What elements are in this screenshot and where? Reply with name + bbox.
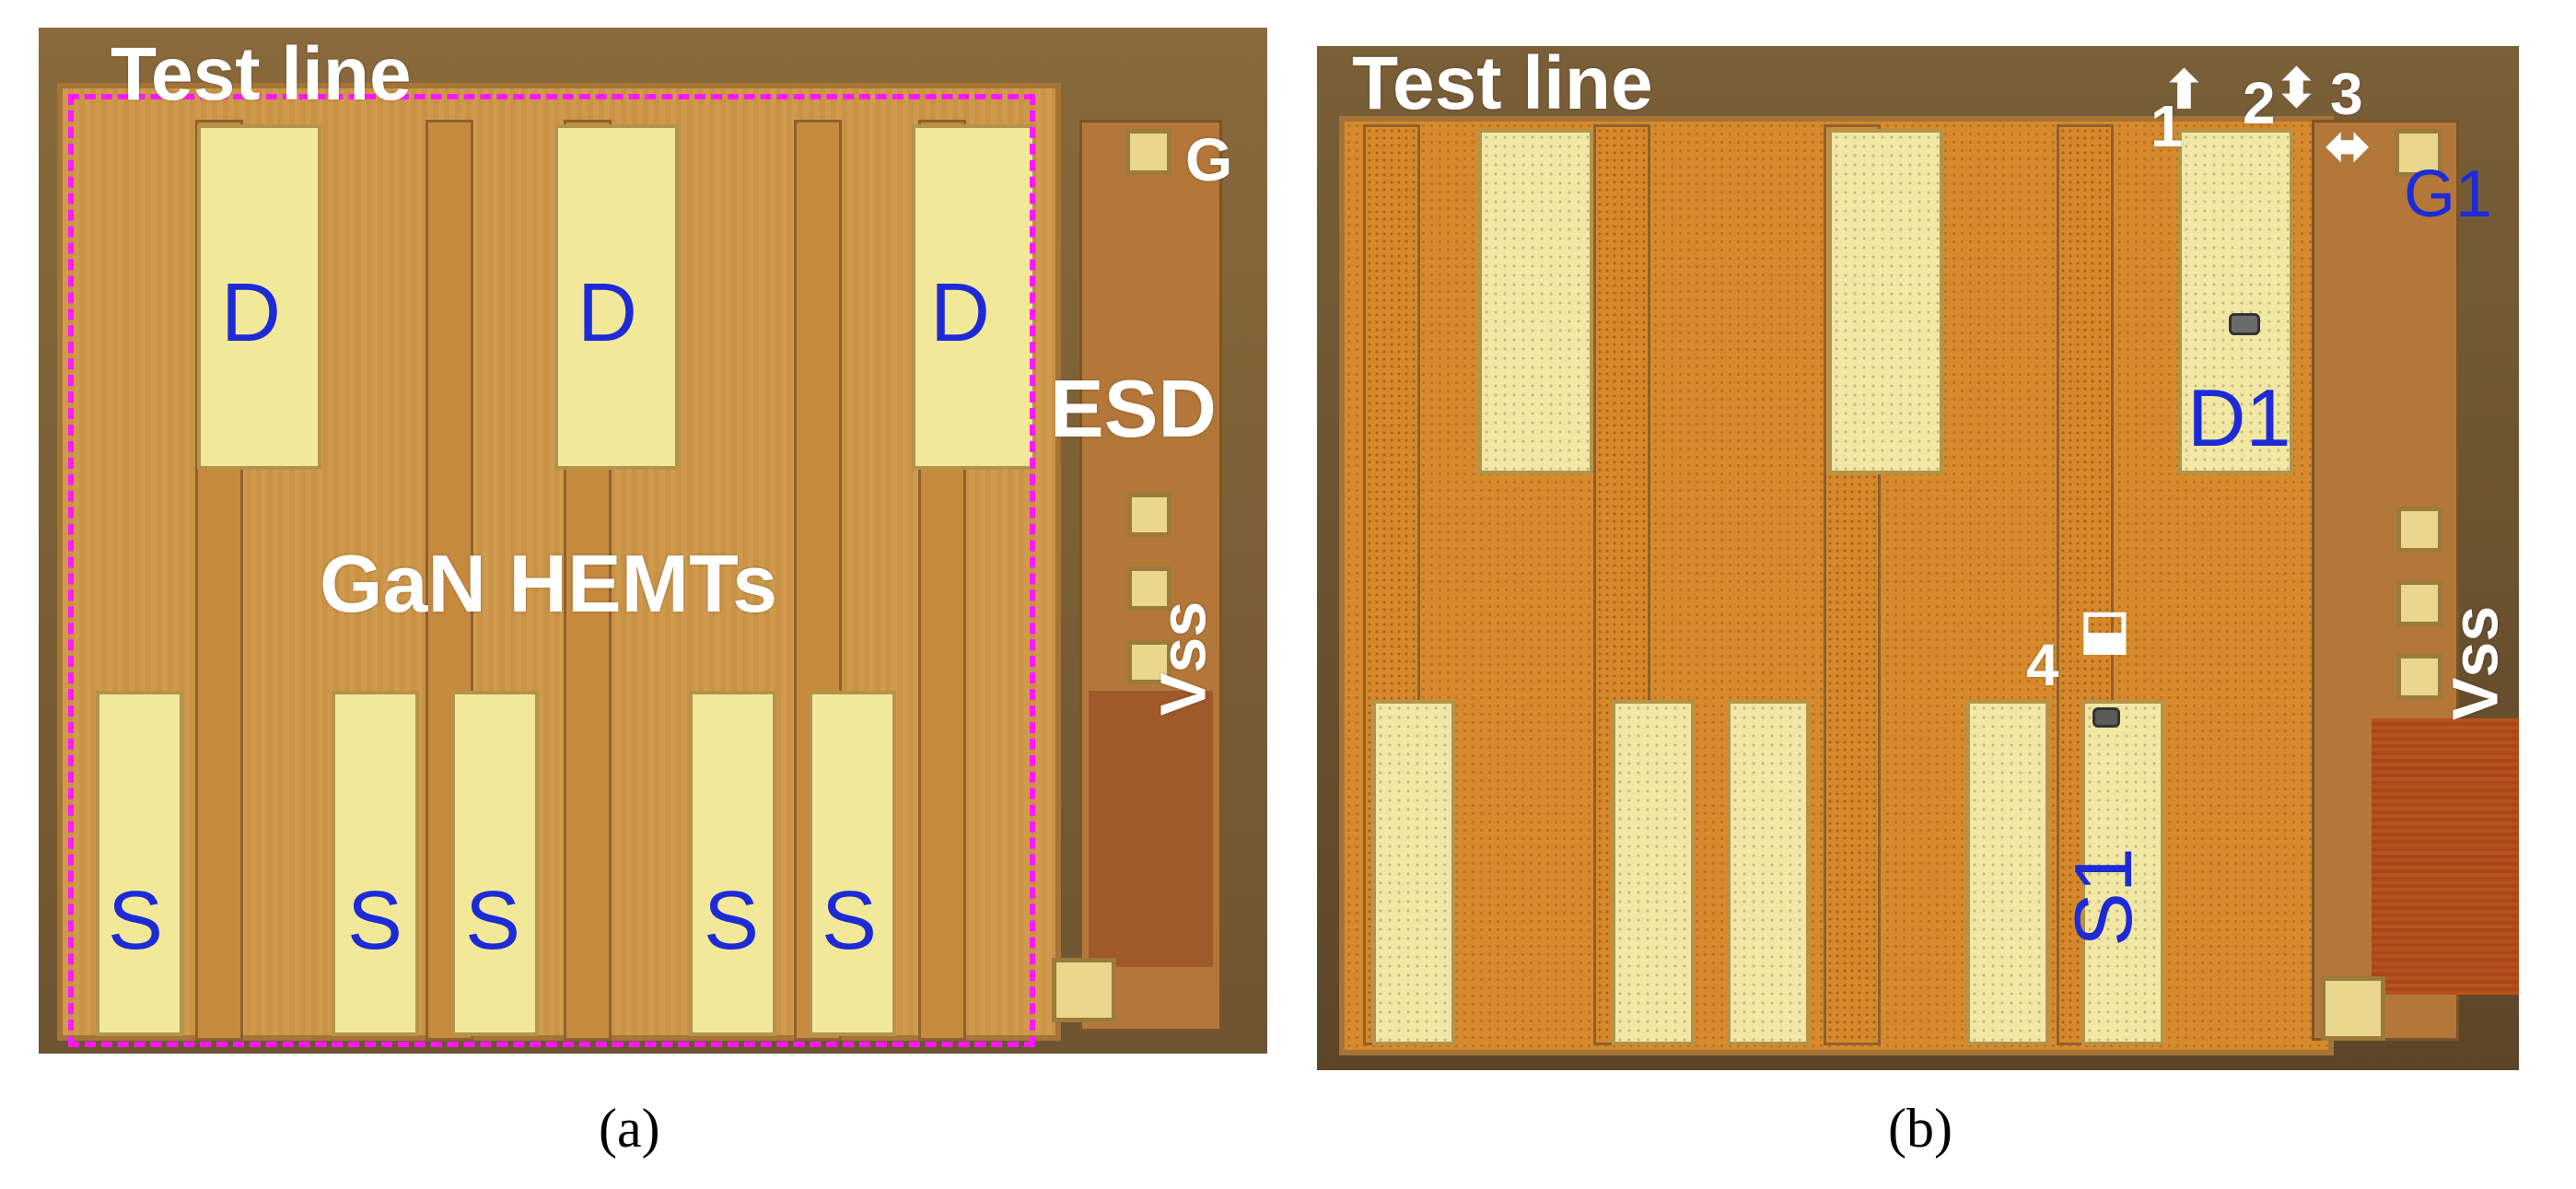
source-pad	[809, 691, 896, 1036]
vss-pad	[2396, 580, 2442, 626]
g1-label: G1	[2404, 157, 2493, 231]
marker-1: 1	[2151, 93, 2184, 159]
marker-3: 3	[2330, 61, 2363, 127]
source-pad	[1966, 700, 2049, 1045]
vss-pad	[1127, 640, 1171, 684]
source-label: S	[704, 875, 760, 967]
drain-label: D	[221, 267, 281, 359]
gan-hemts-label: GaN HEMTs	[320, 538, 778, 629]
source-pad	[1727, 700, 1810, 1045]
drain-pad	[912, 124, 1036, 470]
finger	[1593, 124, 1650, 1045]
source-label: S	[465, 875, 521, 967]
source-pad-s1	[2081, 700, 2164, 1045]
arrow-updown-icon: ⬍	[2275, 59, 2318, 117]
caption-b: (b)	[1888, 1098, 1952, 1159]
marker-2: 2	[2243, 70, 2276, 136]
vss-pad	[2396, 507, 2442, 553]
source-label: S	[108, 875, 164, 967]
d1-label: D1	[2187, 372, 2291, 463]
esd-label: ESD	[1050, 363, 1217, 454]
gate-pad	[2395, 129, 2442, 177]
s1-label: S1	[2057, 847, 2149, 947]
source-pad	[332, 691, 419, 1036]
micrograph-panel-b: Test line D1 S1 G1 Vss 1 ⬆ 2 ⬍ 3 ⬌ 4 ⬓	[1317, 46, 2519, 1070]
drain-pad	[1828, 129, 1943, 474]
gate-pad	[1125, 129, 1171, 175]
source-pad	[451, 691, 539, 1036]
vss-label: Vss	[2439, 605, 2512, 721]
esd-block	[1089, 691, 1213, 967]
marker-4: 4	[2026, 632, 2059, 698]
test-line-label: Test line	[1352, 46, 1653, 125]
vss-pad	[1127, 493, 1171, 537]
defect-mark	[2092, 707, 2120, 728]
caption-a: (a)	[599, 1098, 660, 1159]
esd-block	[2372, 718, 2519, 995]
vss-label: Vss	[1147, 600, 1219, 717]
drain-pad-d1	[2178, 129, 2293, 474]
source-label: S	[822, 875, 878, 967]
drain-pad	[1478, 129, 1593, 474]
source-pad	[689, 691, 776, 1036]
gate-label: G	[1185, 125, 1233, 193]
arrow-downleft-icon: ⬓	[2080, 600, 2130, 659]
drain-pad	[197, 124, 321, 470]
defect-mark	[2229, 313, 2260, 335]
source-label: S	[347, 875, 403, 967]
vss-pad	[1127, 566, 1171, 611]
source-pad	[1372, 700, 1455, 1045]
corner-pad	[2321, 976, 2385, 1041]
test-line-label: Test line	[111, 32, 412, 116]
drain-label: D	[577, 267, 637, 359]
arrow-up-icon: ⬆	[2162, 61, 2206, 119]
arrow-leftright-icon: ⬌	[2325, 116, 2371, 176]
vss-pad	[2396, 654, 2442, 700]
micrograph-panel-a: Test line GaN HEMTs D D D S S S S S G ES…	[39, 28, 1267, 1054]
source-pad	[1612, 700, 1695, 1045]
hemt-outline	[68, 94, 1035, 1047]
corner-pad	[1052, 958, 1116, 1022]
drain-label: D	[930, 267, 990, 359]
source-pad	[96, 691, 183, 1036]
drain-pad	[554, 124, 679, 470]
